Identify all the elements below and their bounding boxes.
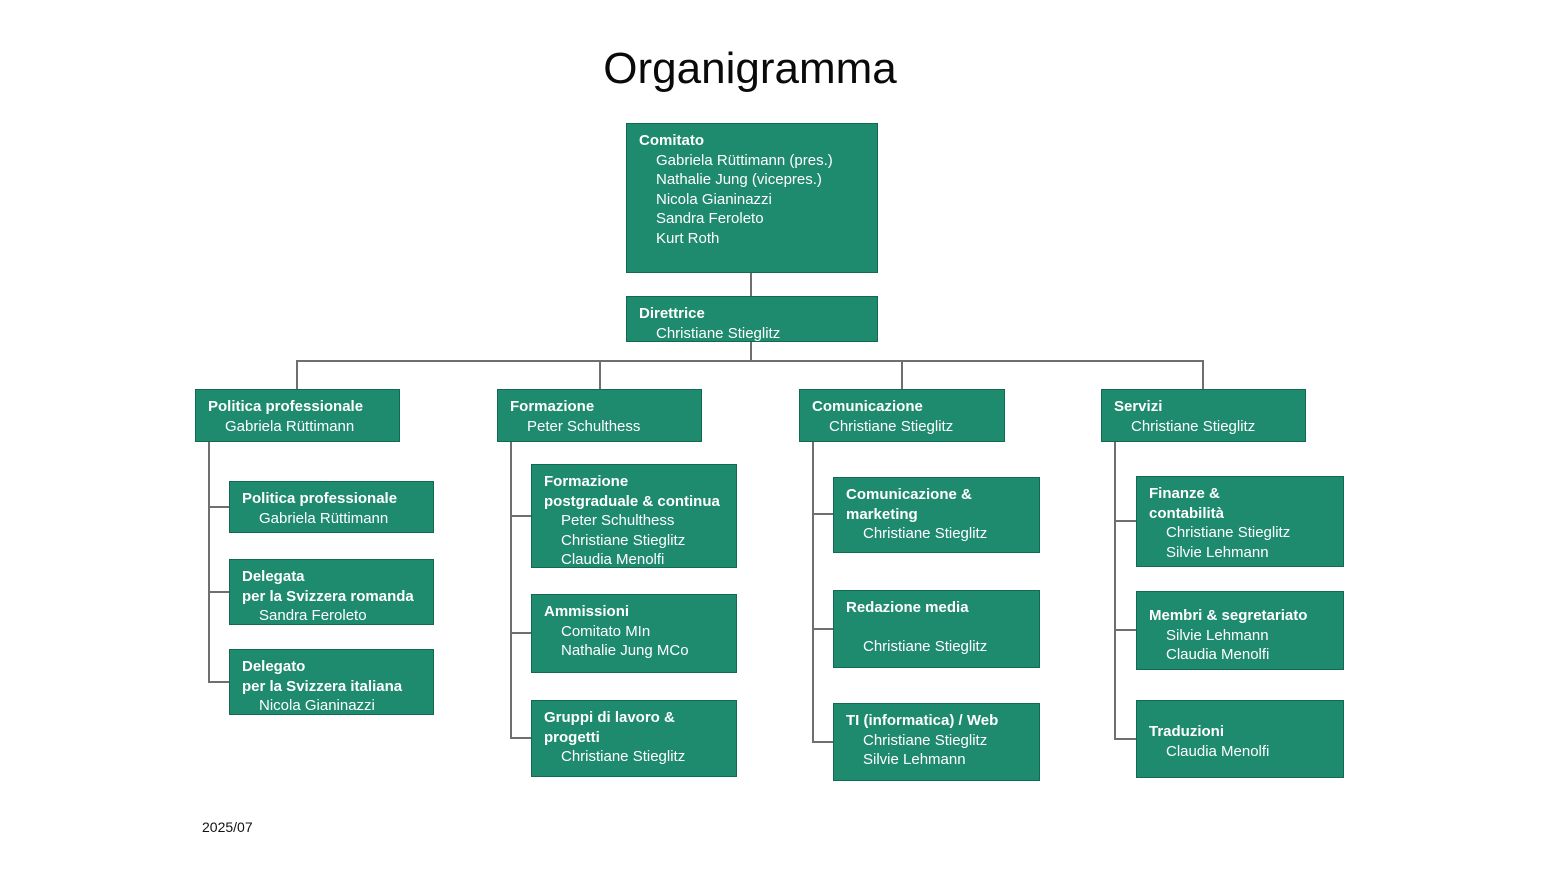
org-box-members: Christiane Stieglitz	[1131, 417, 1256, 435]
page-title: Organigramma	[603, 44, 897, 93]
org-box-title: Delegato per la Svizzera italiana	[242, 658, 403, 695]
org-box-ammissioni: Ammissioni Comitato MIn Nathalie Jung MC…	[531, 594, 737, 673]
org-box-members: Comitato MIn Nathalie Jung MCo	[561, 622, 689, 660]
org-box-delegata-svizzera-romanda: Delegata per la Svizzera romanda Sandra …	[229, 559, 434, 625]
org-box-members: Gabriela Rüttimann (pres.) Nathalie Jung…	[656, 151, 833, 247]
org-box-redazione-media: Redazione media Christiane Stieglitz	[833, 590, 1040, 668]
connector-line	[208, 441, 210, 682]
org-box-title: Politica professionale	[242, 490, 398, 507]
org-box-title: Redazione media	[846, 599, 969, 616]
footer-date: 2025/07	[202, 819, 253, 835]
org-box-title: Formazione	[510, 398, 595, 415]
connector-line	[208, 591, 229, 593]
org-box-delegato-svizzera-italiana: Delegato per la Svizzera italiana Nicola…	[229, 649, 434, 715]
org-box-title: TI (informatica) / Web	[846, 712, 999, 729]
org-box-members: Christiane Stieglitz	[863, 525, 988, 542]
org-box-comunicazione-marketing: Comunicazione & marketing Christiane Sti…	[833, 477, 1040, 553]
org-box-title: Politica professionale	[208, 398, 364, 415]
org-box-finanze-contabilita: Finanze & contabilità Christiane Stiegli…	[1136, 476, 1344, 567]
org-box-members: Peter Schulthess	[527, 417, 641, 435]
org-box-title: Delegata per la Svizzera romanda	[242, 568, 414, 605]
org-box-members: Christiane Stieglitz	[561, 748, 686, 765]
org-box-members: Sandra Feroleto	[259, 607, 367, 624]
connector-line	[1202, 360, 1204, 389]
connector-line	[812, 741, 833, 743]
org-box-title: Direttrice	[639, 305, 705, 322]
org-box-politica-professionale: Politica professionale Gabriela Rüttiman…	[229, 481, 434, 533]
org-box-members: Silvie Lehmann Claudia Menolfi	[1166, 626, 1270, 664]
org-box-members: Christiane Stieglitz	[863, 638, 988, 655]
connector-line	[901, 360, 903, 389]
connector-line	[599, 360, 601, 389]
org-box-comitato: Comitato Gabriela Rüttimann (pres.) Nath…	[626, 123, 878, 273]
org-box-dept-formazione: Formazione Peter Schulthess	[497, 389, 702, 442]
connector-line	[750, 273, 752, 296]
org-box-title: Traduzioni	[1149, 723, 1224, 740]
org-box-members: Christiane Stieglitz	[656, 324, 781, 342]
org-box-dept-comunicazione: Comunicazione Christiane Stieglitz	[799, 389, 1005, 442]
org-box-dept-servizi: Servizi Christiane Stieglitz	[1101, 389, 1306, 442]
org-box-title: Finanze & contabilità	[1149, 485, 1225, 522]
connector-line	[296, 360, 1204, 362]
connector-line	[510, 441, 512, 738]
org-box-members: Nicola Gianinazzi	[259, 697, 375, 714]
org-box-members: Gabriela Rüttimann	[259, 509, 389, 527]
org-box-formazione-postgraduale: Formazione postgraduale & continua Peter…	[531, 464, 737, 568]
connector-line	[812, 513, 833, 515]
org-box-title: Membri & segretariato	[1149, 607, 1308, 624]
org-box-members: Christiane Stieglitz	[829, 417, 954, 435]
org-box-direttrice: Direttrice Christiane Stieglitz	[626, 296, 878, 342]
org-box-title: Comunicazione & marketing	[846, 486, 972, 523]
connector-line	[510, 632, 531, 634]
connector-line	[296, 360, 298, 389]
connector-line	[1114, 441, 1116, 739]
connector-line	[812, 441, 814, 742]
org-box-title: Comitato	[639, 132, 704, 149]
org-box-title: Ammissioni	[544, 603, 630, 620]
connector-line	[510, 515, 531, 517]
org-box-members: Claudia Menolfi	[1166, 742, 1270, 760]
org-box-dept-politica-professionale: Politica professionale Gabriela Rüttiman…	[195, 389, 400, 442]
org-box-traduzioni: Traduzioni Claudia Menolfi	[1136, 700, 1344, 778]
connector-line	[1114, 738, 1136, 740]
org-box-title: Formazione postgraduale & continua	[544, 473, 720, 510]
org-box-title: Comunicazione	[812, 398, 923, 415]
connector-line	[208, 506, 229, 508]
connector-line	[510, 737, 531, 739]
org-box-members: Peter Schulthess Christiane Stieglitz Cl…	[561, 512, 686, 568]
connector-line	[1114, 629, 1136, 631]
org-box-members: Christiane Stieglitz Silvie Lehmann	[1166, 524, 1291, 561]
connector-line	[208, 681, 229, 683]
org-box-membri-segretariato: Membri & segretariato Silvie Lehmann Cla…	[1136, 591, 1344, 670]
connector-line	[1114, 520, 1136, 522]
connector-line	[750, 341, 752, 361]
org-box-members: Christiane Stieglitz Silvie Lehmann	[863, 731, 988, 769]
org-box-ti-informatica-web: TI (informatica) / Web Christiane Stiegl…	[833, 703, 1040, 781]
org-box-members: Gabriela Rüttimann	[225, 417, 355, 435]
org-box-title: Gruppi di lavoro & progetti	[544, 709, 675, 746]
org-box-title: Servizi	[1114, 398, 1163, 415]
org-box-gruppi-di-lavoro: Gruppi di lavoro & progetti Christiane S…	[531, 700, 737, 777]
connector-line	[812, 628, 833, 630]
